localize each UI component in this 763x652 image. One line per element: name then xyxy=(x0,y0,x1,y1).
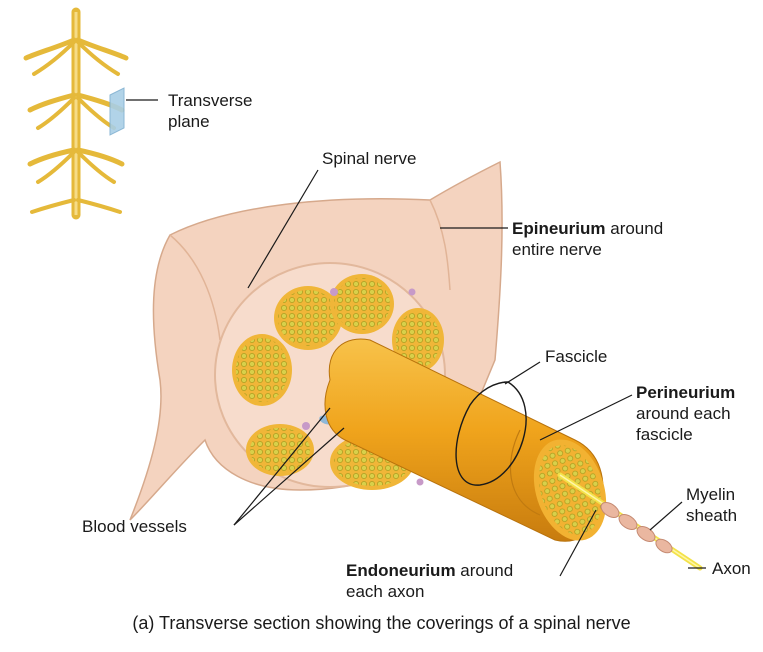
label-blood-vessels: Blood vessels xyxy=(82,516,187,537)
label-epineurium-line1: Epineurium around xyxy=(512,218,663,239)
label-perineurium: Perineurium around each fascicle xyxy=(636,382,735,445)
label-fascicle: Fascicle xyxy=(545,346,607,367)
label-perineurium-term: Perineurium xyxy=(636,383,735,402)
label-endoneurium-line2: each axon xyxy=(346,581,513,602)
fascicle-section xyxy=(330,274,394,334)
label-perineurium-line3: fascicle xyxy=(636,424,735,445)
label-endoneurium-rest: around xyxy=(456,561,514,580)
label-spinal-nerve: Spinal nerve xyxy=(322,148,417,169)
label-transverse-plane-line1: Transverse xyxy=(168,90,252,111)
fascicle-section xyxy=(232,334,292,406)
myelin-sheath-segments xyxy=(598,499,674,555)
label-transverse-plane-line2: plane xyxy=(168,111,252,132)
label-epineurium-rest: around xyxy=(606,219,664,238)
label-endoneurium-line1: Endoneurium around xyxy=(346,560,513,581)
transverse-plane-marker xyxy=(110,88,124,135)
label-transverse-plane: Transverse plane xyxy=(168,90,252,132)
label-epineurium: Epineurium around entire nerve xyxy=(512,218,663,260)
label-epineurium-term: Epineurium xyxy=(512,219,606,238)
label-perineurium-line2: around each xyxy=(636,403,735,424)
figure-caption: (a) Transverse section showing the cover… xyxy=(0,612,763,634)
label-myelin-sheath: Myelin sheath xyxy=(686,484,737,526)
label-endoneurium-term: Endoneurium xyxy=(346,561,456,580)
label-epineurium-line2: entire nerve xyxy=(512,239,663,260)
label-myelin-line2: sheath xyxy=(686,505,737,526)
label-axon: Axon xyxy=(712,558,751,579)
label-myelin-line1: Myelin xyxy=(686,484,737,505)
label-endoneurium: Endoneurium around each axon xyxy=(346,560,513,602)
